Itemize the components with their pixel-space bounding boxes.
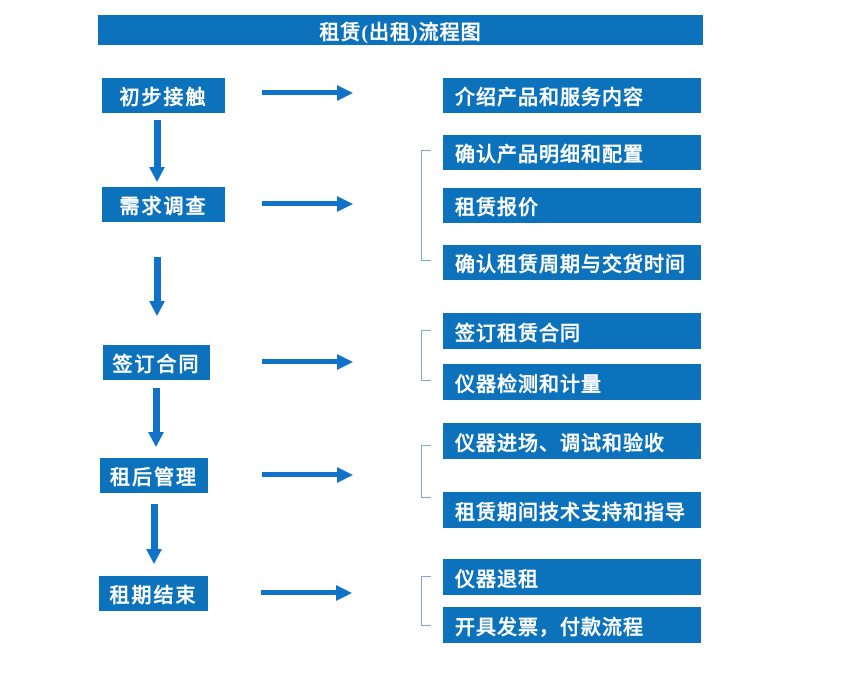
down-arrow-4 xyxy=(146,504,163,564)
right-arrow-head xyxy=(337,196,353,212)
right-arrow-shaft xyxy=(262,359,338,364)
detail-technical-support: 租赁期间技术支持和指导 xyxy=(443,492,701,528)
right-arrow-head xyxy=(336,585,352,601)
down-arrow-head xyxy=(149,167,165,182)
detail-instrument-return: 仪器退租 xyxy=(443,559,701,595)
down-arrow-3 xyxy=(148,388,165,447)
step-post-rental-management: 租后管理 xyxy=(100,458,208,493)
right-arrow-shaft xyxy=(262,90,338,95)
detail-instrument-setup-acceptance: 仪器进场、调试和验收 xyxy=(443,423,701,459)
down-arrow-2 xyxy=(149,257,166,316)
right-arrow-head xyxy=(337,354,353,370)
down-arrow-shaft xyxy=(151,504,158,550)
down-arrow-shaft xyxy=(153,388,160,433)
step-demand-survey: 需求调查 xyxy=(102,187,225,222)
down-arrow-head xyxy=(146,549,162,564)
right-arrow-3 xyxy=(262,354,353,370)
right-arrow-head xyxy=(337,85,353,101)
right-arrow-1 xyxy=(262,85,353,101)
group-bracket-post-rental xyxy=(421,445,431,498)
right-arrow-2 xyxy=(262,196,353,212)
detail-rental-quotation: 租赁报价 xyxy=(443,188,701,223)
down-arrow-1 xyxy=(149,120,166,182)
down-arrow-shaft xyxy=(154,257,161,302)
group-bracket-lease-end xyxy=(421,576,431,626)
right-arrow-5 xyxy=(261,585,352,601)
detail-confirm-product-config: 确认产品明细和配置 xyxy=(443,135,701,170)
right-arrow-shaft xyxy=(262,472,338,477)
right-arrow-shaft xyxy=(262,201,338,206)
down-arrow-head xyxy=(148,432,164,447)
flowchart-title: 租赁(出租)流程图 xyxy=(98,15,703,45)
detail-sign-rental-contract: 签订租赁合同 xyxy=(443,313,701,349)
down-arrow-shaft xyxy=(154,120,161,168)
step-lease-end: 租期结束 xyxy=(99,576,208,611)
group-bracket-sign-contract xyxy=(421,330,431,381)
detail-instrument-testing-metering: 仪器检测和计量 xyxy=(443,364,701,400)
group-bracket-demand-survey xyxy=(421,150,431,261)
right-arrow-shaft xyxy=(261,590,337,595)
detail-introduce-products-services: 介绍产品和服务内容 xyxy=(443,78,701,113)
step-sign-contract: 签订合同 xyxy=(103,345,210,380)
detail-confirm-period-delivery: 确认租赁周期与交货时间 xyxy=(443,245,701,280)
right-arrow-head xyxy=(337,467,353,483)
down-arrow-head xyxy=(149,301,165,316)
right-arrow-4 xyxy=(262,467,353,483)
detail-invoice-payment: 开具发票，付款流程 xyxy=(443,607,701,643)
step-initial-contact: 初步接触 xyxy=(102,78,225,113)
